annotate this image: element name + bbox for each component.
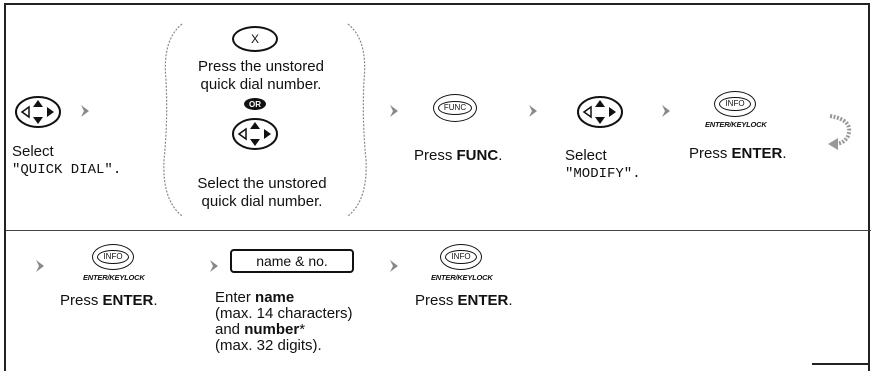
navigation-pad-icon [15,96,61,128]
info-key-label: INFO [97,250,129,264]
step-arrow-icon [662,105,670,117]
press-func-text: Press FUNC. [414,147,503,164]
press-enter-text: Press ENTER. [60,292,158,309]
step-arrow-icon [529,105,537,117]
step-arrow-icon [210,260,218,272]
info-key-button[interactable]: INFO [92,244,134,270]
step-arrow-icon [36,260,44,272]
alt-a-line1: Press the unstored [198,58,324,75]
step-select-modify-line1: Select [565,147,607,164]
info-key-button[interactable]: INFO [714,91,756,117]
continue-arrow-icon [828,114,852,150]
instruction-frame [4,3,870,371]
info-key-label: INFO [719,97,751,111]
row-divider [6,230,871,231]
x-key-label: X [250,32,259,46]
x-key-button[interactable]: X [232,26,278,52]
step-select-modify-line2: "MODIFY". [565,166,641,182]
enter-name-line2: (max. 14 characters) [215,305,353,322]
alt-b-line1: Select the unstored [197,175,327,192]
step-arrow-icon [390,105,398,117]
alt-b-line2: quick dial number. [201,193,323,210]
step-select-line2: "QUICK DIAL". [12,162,122,178]
enter-keylock-label: ENTER/KEYLOCK [83,273,145,282]
press-enter-text: Press ENTER. [415,292,513,309]
func-key-button[interactable]: FUNC [433,94,477,122]
enter-keylock-label: ENTER/KEYLOCK [705,120,767,129]
name-number-entry-field[interactable]: name & no. [230,249,354,273]
enter-name-line1: Enter name [215,289,295,306]
step-arrow-icon [390,260,398,272]
func-key-label: FUNC [437,101,473,115]
enter-number-line4: (max. 32 digits). [215,337,322,354]
navigation-pad-icon [232,118,278,150]
step-select-line1: Select [12,143,54,160]
enter-number-line3: and number* [215,321,306,338]
info-key-label: INFO [445,250,477,264]
corner-rule [812,363,870,365]
navigation-pad-icon [577,96,623,128]
press-enter-text: Press ENTER. [689,145,787,162]
enter-keylock-label: ENTER/KEYLOCK [431,273,493,282]
info-key-button[interactable]: INFO [440,244,482,270]
or-badge: OR [244,98,266,110]
alt-a-line2: quick dial number. [200,76,322,93]
step-arrow-icon [81,105,89,117]
